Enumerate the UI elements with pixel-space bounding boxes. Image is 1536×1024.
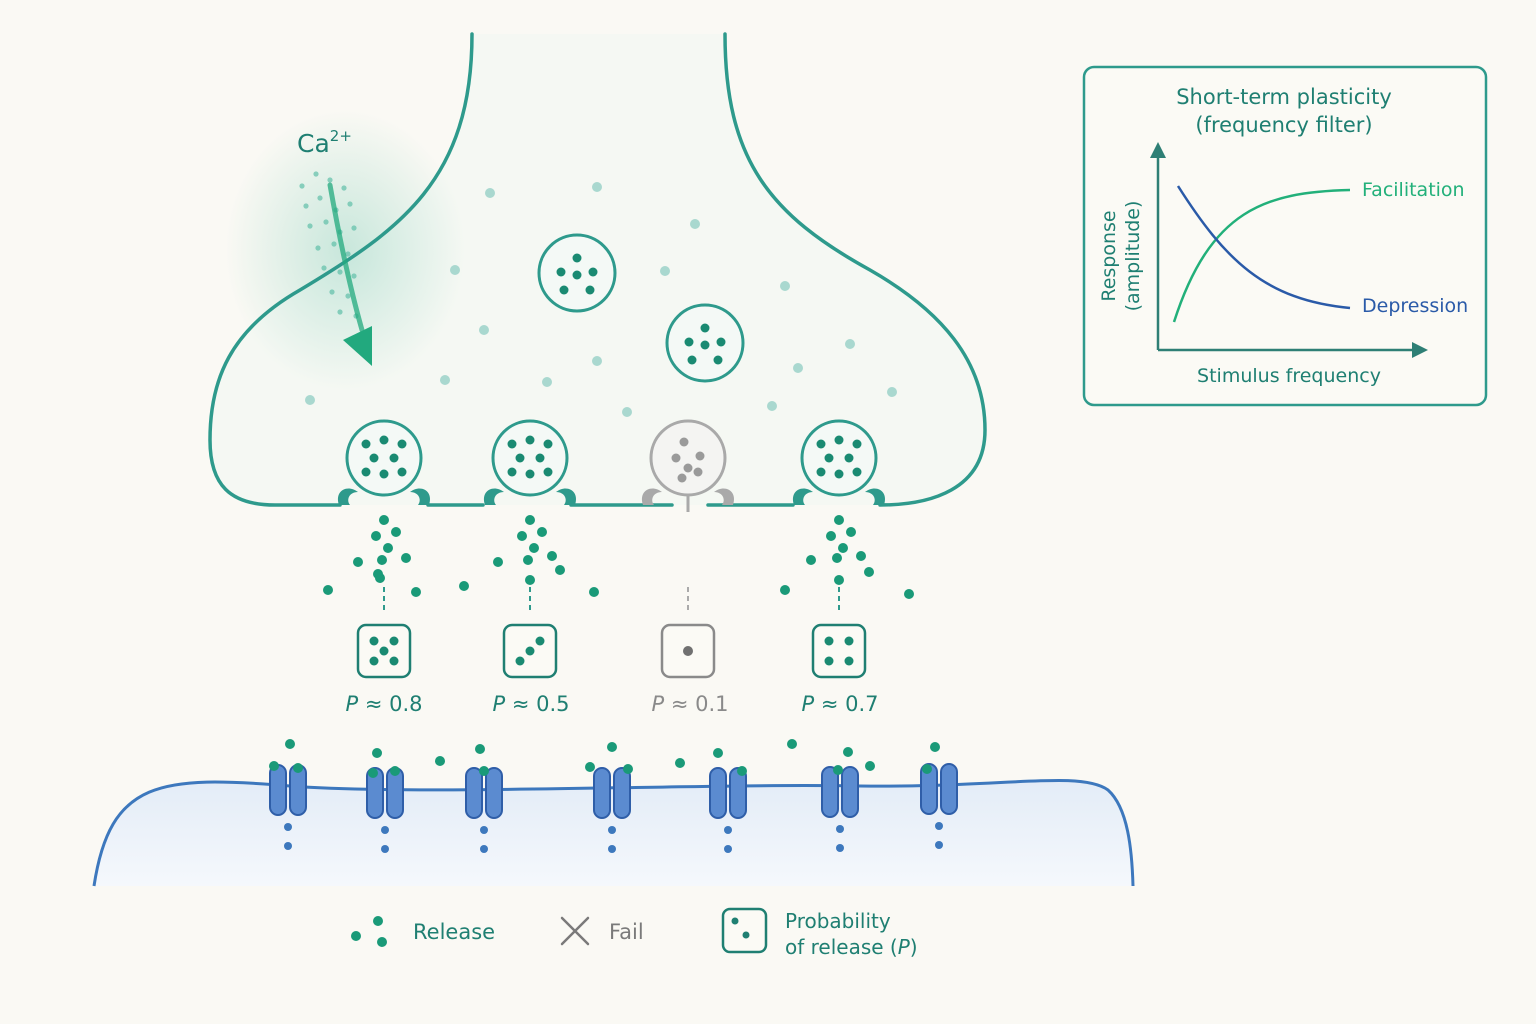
receptors bbox=[269, 739, 958, 853]
inset-y-arrowhead-icon bbox=[1150, 142, 1166, 158]
inset-title-line1: Short-term plasticity bbox=[1176, 85, 1392, 109]
probability-labels: P ≈ 0.8 P ≈ 0.5 P ≈ 0.1 P ≈ 0.7 bbox=[345, 692, 878, 716]
depression-label: Depression bbox=[1362, 295, 1468, 317]
legend-release-icon bbox=[351, 916, 387, 947]
calcium-arrowhead-icon bbox=[343, 326, 372, 366]
plasticity-inset: Short-term plasticity (frequency filter)… bbox=[1082, 65, 1488, 407]
free-vesicle bbox=[665, 303, 745, 383]
fusion-flap-right bbox=[714, 488, 735, 505]
probability-label-site-4: P ≈ 0.7 bbox=[801, 692, 878, 716]
fusion-flap-right bbox=[410, 488, 431, 505]
legend-probability-line2: of release (P) bbox=[785, 935, 918, 959]
legend-die-icon bbox=[721, 907, 768, 954]
die-icon bbox=[811, 623, 867, 679]
fusion-flap-right bbox=[556, 488, 577, 505]
facilitation-curve bbox=[1172, 188, 1351, 323]
released-transmitter bbox=[780, 515, 914, 599]
inset-x-label: Stimulus frequency bbox=[1197, 365, 1381, 387]
release-site-3 bbox=[641, 419, 735, 679]
released-transmitter bbox=[323, 515, 421, 597]
fusion-flap-left bbox=[483, 488, 504, 505]
die-icon bbox=[356, 623, 412, 679]
calcium-influx: Ca2+ bbox=[297, 127, 372, 366]
docked-vesicle bbox=[491, 419, 569, 497]
release-sites bbox=[323, 419, 914, 679]
fusion-flap-left bbox=[337, 488, 358, 505]
release-site-2 bbox=[459, 419, 599, 679]
legend: Release Fail Probability of release (P) bbox=[351, 907, 918, 959]
released-transmitter bbox=[459, 515, 599, 597]
docked-vesicle bbox=[649, 419, 727, 497]
free-vesicle bbox=[537, 233, 617, 313]
receptor bbox=[269, 739, 307, 850]
release-site-4 bbox=[780, 419, 914, 679]
presynaptic-membrane-left bbox=[208, 32, 474, 507]
probability-label-site-1: P ≈ 0.8 bbox=[345, 692, 422, 716]
ambient-particles bbox=[305, 182, 897, 417]
calcium-label: Ca2+ bbox=[297, 127, 352, 158]
receptor bbox=[675, 748, 747, 853]
die-icon bbox=[502, 623, 558, 679]
release-site-1 bbox=[323, 419, 431, 679]
inset-frame bbox=[1082, 65, 1488, 407]
receptor bbox=[585, 742, 633, 853]
legend-probability-line1: Probability bbox=[785, 909, 891, 933]
facilitation-label: Facilitation bbox=[1362, 179, 1465, 201]
die-icon bbox=[660, 623, 716, 679]
docked-vesicle bbox=[345, 419, 423, 497]
fusion-flap-left bbox=[641, 488, 662, 505]
calcium-arrow-icon bbox=[327, 182, 365, 333]
presynaptic-membrane-right bbox=[723, 32, 987, 507]
fusion-flap-left bbox=[792, 488, 813, 505]
depression-curve bbox=[1176, 185, 1351, 310]
inset-title-line2: (frequency filter) bbox=[1195, 113, 1372, 137]
receptor bbox=[366, 748, 404, 853]
probability-label-site-3: P ≈ 0.1 bbox=[651, 692, 728, 716]
probability-label-site-2: P ≈ 0.5 bbox=[492, 692, 569, 716]
receptor bbox=[787, 739, 875, 852]
legend-release-label: Release bbox=[413, 920, 495, 944]
legend-fail-label: Fail bbox=[609, 920, 644, 944]
fusion-flap-right bbox=[865, 488, 886, 505]
inset-x-arrowhead-icon bbox=[1412, 342, 1428, 358]
legend-fail-icon bbox=[560, 916, 590, 946]
receptor bbox=[920, 742, 958, 849]
docked-vesicle bbox=[800, 419, 878, 497]
receptor bbox=[435, 744, 503, 853]
inset-y-label: Response(amplitude) bbox=[1098, 201, 1144, 312]
